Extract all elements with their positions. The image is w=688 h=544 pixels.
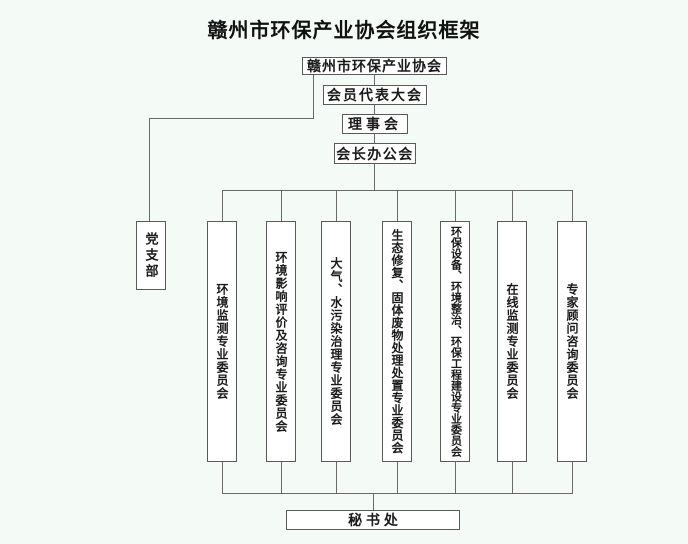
connector-spine-4	[374, 164, 375, 191]
connector-drop-6	[512, 190, 513, 221]
connector-spine-3	[374, 133, 375, 144]
committee-environmental-monitoring: 环境监测专业委员会	[207, 221, 237, 462]
connector-rise-2	[281, 462, 282, 493]
connector-rise-5	[455, 462, 456, 493]
committee-label: 在线监测专业委员会	[505, 283, 519, 400]
connector-rise-7	[572, 462, 573, 493]
chart-title: 赣州市环保产业协会组织框架	[207, 20, 481, 42]
committee-label: 大气、水污染治理专业委员会	[329, 257, 343, 426]
connector-rise-6	[512, 462, 513, 493]
connector-drop-1	[222, 190, 223, 221]
committee-label: 环境影响评价及咨询专业委员会	[274, 250, 288, 433]
connector-rise-3	[336, 462, 337, 493]
connector-rise-4	[397, 462, 398, 493]
node-council: 理事会	[342, 114, 408, 134]
committee-online-monitoring: 在线监测专业委员会	[497, 221, 527, 462]
node-presidents-office: 会长办公会	[334, 143, 416, 164]
node-party-branch-label: 党支部	[143, 231, 159, 280]
node-members-congress: 会员代表大会	[323, 85, 427, 105]
committee-expert-advisory: 专家顾问咨询委员会	[557, 221, 587, 462]
committee-eia-consulting: 环境影响评价及咨询专业委员会	[266, 221, 296, 462]
committee-ecological-restoration-solid-waste: 生态修复、固体废物处理处置专业委员会	[382, 221, 412, 462]
connector-rise-1	[222, 462, 223, 493]
connector-drop-2	[281, 190, 282, 221]
connector-drop-4	[397, 190, 398, 221]
committee-air-water-pollution: 大气、水污染治理专业委员会	[321, 221, 351, 462]
committee-label: 生态修复、固体废物处理处置专业委员会	[390, 229, 404, 454]
node-party-branch: 党支部	[136, 221, 166, 290]
node-association: 赣州市环保产业协会	[302, 57, 447, 75]
committee-label: 环境监测专业委员会	[215, 283, 229, 400]
committee-label: 专家顾问咨询委员会	[565, 283, 579, 400]
connector-secretariat-drop	[373, 493, 374, 510]
connector-spine-1	[374, 74, 375, 86]
connector-party-across	[149, 118, 314, 119]
connector-party-drop	[149, 118, 150, 221]
connector-committees-bottom-rail	[222, 493, 573, 494]
connector-drop-5	[455, 190, 456, 221]
committee-equipment-remediation-construction: 环保设备、环境整治、环保工程建设专业委员会	[440, 221, 470, 462]
connector-drop-3	[336, 190, 337, 221]
connector-party-down	[313, 74, 314, 119]
connector-drop-7	[572, 190, 573, 221]
committee-label: 环保设备、环境整治、环保工程建设专业委员会	[449, 226, 462, 457]
node-secretariat: 秘 书 处	[286, 510, 460, 530]
connector-spine-2	[374, 104, 375, 115]
